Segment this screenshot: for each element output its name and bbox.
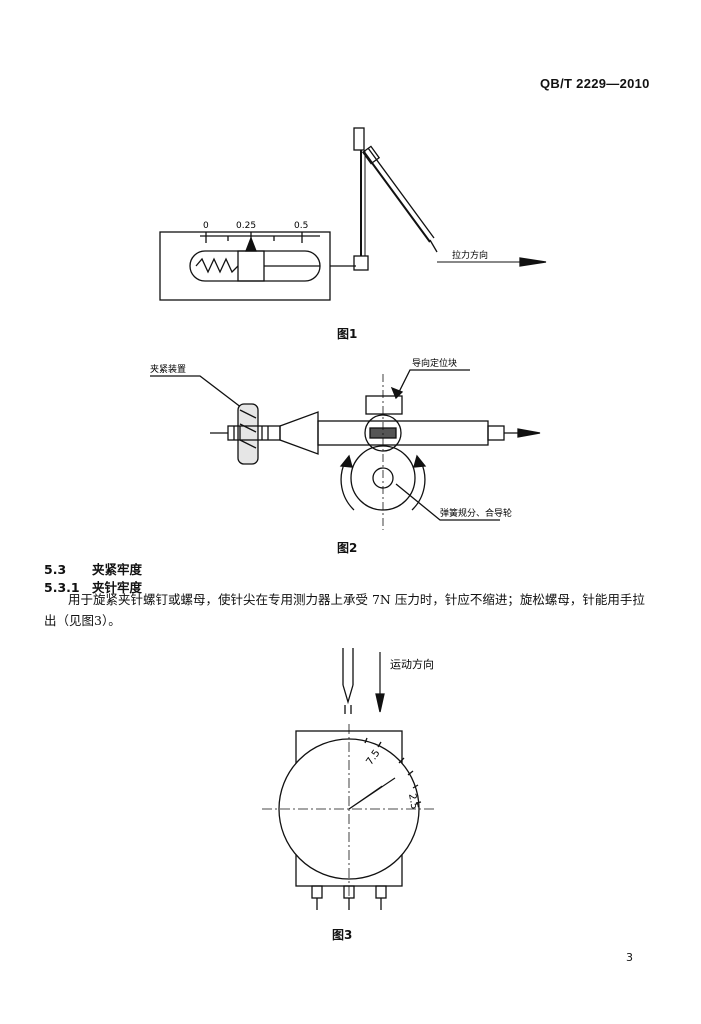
body-paragraph: 用于旋紧夹针螺钉或螺母，使针尖在专用测力器上承受 7N 压力时，针应不缩进；旋松… bbox=[44, 592, 645, 628]
motion-direction-label: 运动方向 bbox=[390, 657, 434, 671]
slider-block bbox=[237, 250, 265, 282]
standard-code: QB/T 2229—2010 bbox=[540, 76, 650, 91]
gauge-pointer bbox=[245, 236, 257, 252]
guide-block bbox=[365, 395, 403, 415]
figure2-drawing bbox=[150, 369, 541, 530]
figure3-caption: 图3 bbox=[332, 928, 353, 942]
guide-block-label: 导向定位块 bbox=[412, 357, 457, 369]
figure3-drawing bbox=[262, 648, 436, 910]
pull-arrow-head bbox=[519, 257, 547, 267]
clamp-device-label: 夹紧装置 bbox=[150, 363, 186, 375]
scale-label-025: 0.25 bbox=[236, 221, 256, 231]
motion-arrow-head bbox=[375, 693, 385, 713]
scale-label-05: 0.5 bbox=[294, 221, 308, 231]
figure1-caption: 图1 bbox=[337, 327, 358, 341]
figure1-drawing bbox=[159, 127, 547, 301]
spring-icon bbox=[195, 257, 239, 274]
compass-handle bbox=[353, 127, 365, 151]
main-rod bbox=[317, 420, 489, 446]
section-number: 5.3 bbox=[44, 562, 67, 577]
section-heading-5-3: 5.3 夹紧牢度 bbox=[44, 559, 142, 578]
cone-body bbox=[279, 411, 319, 455]
subsection-number: 5.3.1 bbox=[44, 580, 80, 595]
subsection-title: 夹针牢度 bbox=[92, 580, 143, 595]
section-heading-5-3-1: 5.3.1 夹针牢度 bbox=[44, 577, 142, 596]
page-number: 3 bbox=[626, 951, 633, 964]
dial-mark-25: 2.5 bbox=[406, 793, 420, 811]
needle-clamp bbox=[353, 255, 369, 271]
pull-direction-label: 拉力方向 bbox=[452, 249, 488, 261]
guide-wheel-label: 弹簧规分、合导轮 bbox=[440, 507, 512, 519]
section-title: 夹紧牢度 bbox=[92, 562, 143, 577]
scale-label-0: 0 bbox=[203, 221, 209, 231]
clamp-knob bbox=[237, 403, 259, 465]
figure2-caption: 图2 bbox=[337, 541, 358, 555]
